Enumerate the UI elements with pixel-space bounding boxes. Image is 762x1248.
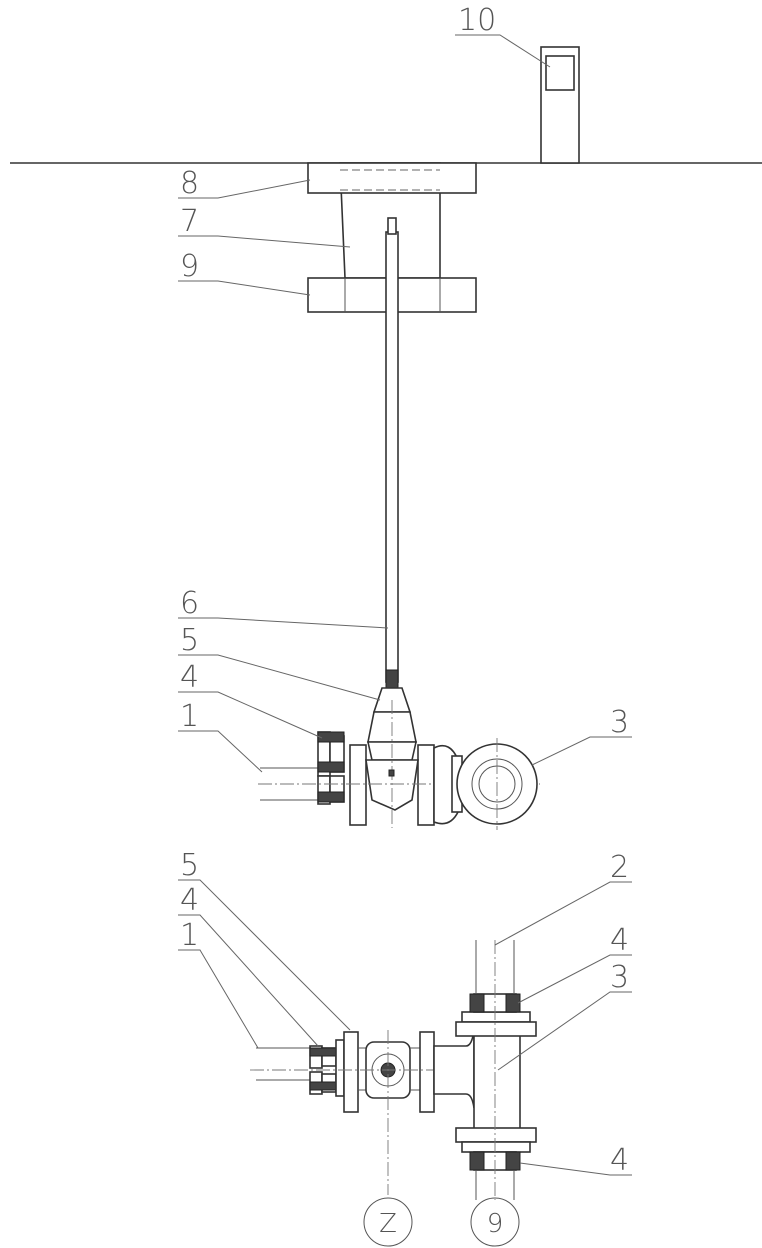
extension-spindle [385, 217, 399, 689]
label-4-plan: 4 [180, 883, 199, 918]
leader-lines [178, 34, 632, 1176]
part-labels: 10 8 7 9 6 5 4 1 3 5 4 1 2 4 3 4 [180, 3, 629, 1178]
label-3-plan: 3 [610, 960, 629, 995]
label-5-elevation: 5 [180, 623, 199, 658]
pipe-flange-elevation [258, 731, 540, 805]
section-markers: Z 9 [363, 1197, 520, 1247]
label-5-plan: 5 [180, 848, 199, 883]
label-9: 9 [180, 249, 199, 284]
section-circle-z [363, 1197, 413, 1247]
top-frame [307, 162, 477, 194]
section-circle-9 [470, 1197, 520, 1247]
gate-valve-elevation [349, 687, 435, 828]
section-mark-9: 9 [487, 1209, 504, 1239]
tee-elevation [433, 738, 538, 830]
label-10: 10 [458, 3, 496, 38]
label-7: 7 [180, 204, 199, 239]
label-4-elevation: 4 [180, 660, 199, 695]
label-1-plan: 1 [180, 918, 199, 953]
marker-post [540, 46, 580, 164]
label-1-elevation: 1 [180, 699, 199, 734]
label-3-elevation: 3 [610, 705, 629, 740]
label-6: 6 [180, 586, 199, 621]
valve-plan-view [250, 1030, 500, 1195]
section-mark-z: Z [379, 1209, 397, 1239]
label-2: 2 [610, 850, 629, 885]
label-8: 8 [180, 166, 199, 201]
label-4-tee-bottom: 4 [610, 1143, 629, 1178]
label-4-tee-top: 4 [610, 923, 629, 958]
tee-plan-view [433, 940, 537, 1200]
